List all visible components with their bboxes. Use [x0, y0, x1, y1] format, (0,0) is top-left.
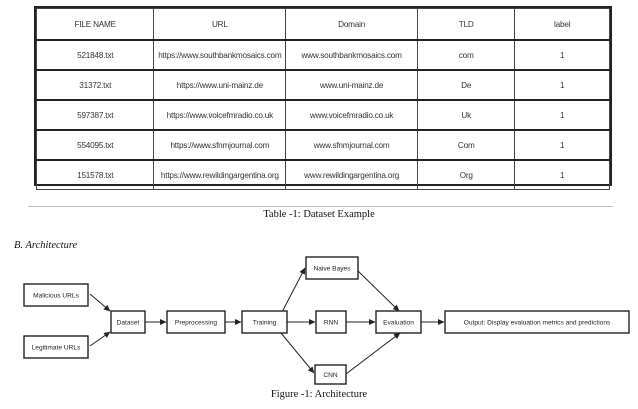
node-rnn: RNN — [315, 310, 347, 334]
table-header-row: FILE NAME URL Domain TLD label — [35, 8, 610, 41]
cell-domain: www.rewildingargentina.org — [285, 159, 419, 190]
edge-training-naive-bayes — [281, 267, 306, 313]
edge-legitimate-dataset — [89, 331, 111, 347]
table-caption: Table -1: Dataset Example — [263, 209, 375, 220]
edge-malicious-dataset — [89, 293, 111, 312]
table-row: 597387.txt https://www.voicefmradio.co.u… — [35, 99, 610, 131]
cell-tld: De — [417, 69, 516, 101]
node-label: Training — [253, 320, 277, 327]
node-label: CNN — [323, 372, 338, 379]
node-label: Legitimate URLs — [32, 345, 81, 352]
node-naive-bayes: Naive Bayes — [305, 256, 359, 280]
node-label: Dataset — [117, 320, 140, 327]
node-cnn: CNN — [314, 364, 347, 385]
cell-label: 1 — [514, 39, 610, 71]
node-preprocessing: Preprocessing — [166, 310, 226, 334]
cell-domain: www.voicefmradio.co.uk — [285, 99, 419, 131]
section-heading: B. Architecture — [14, 240, 78, 251]
edge-training-cnn — [280, 332, 315, 374]
figure-caption: Figure -1: Architecture — [270, 389, 368, 400]
table-row: 554095.txt https://www.sfnmjournal.com w… — [35, 129, 610, 161]
cell-file-name: 554095.txt — [35, 129, 155, 161]
cell-url: https://www.uni-mainz.de — [153, 69, 287, 101]
cell-domain: www.southbankmosaics.com — [285, 39, 419, 71]
cell-url: https://www.sfnmjournal.com — [153, 129, 287, 161]
table-row: 151578.txt https://www.rewildingargentin… — [35, 159, 610, 190]
header-label: label — [514, 8, 610, 41]
node-label: RNN — [324, 320, 339, 327]
cell-file-name: 521848.txt — [35, 39, 155, 71]
node-label: Malicious URLs — [33, 293, 80, 300]
node-label: Naive Bayes — [313, 266, 351, 273]
node-output: Output: Display evaluation metrics and p… — [444, 310, 630, 334]
header-url: URL — [153, 8, 287, 41]
cell-label: 1 — [514, 159, 610, 190]
dataset-table: FILE NAME URL Domain TLD label 521848.tx… — [35, 8, 610, 190]
cell-tld: Uk — [417, 99, 516, 131]
table-bottom-rule — [28, 206, 613, 207]
edge-cnn-evaluation — [345, 332, 401, 375]
table-row: 31372.txt https://www.uni-mainz.de www.u… — [35, 69, 610, 101]
cell-url: https://www.rewildingargentina.org — [153, 159, 287, 190]
cell-domain: www.uni-mainz.de — [285, 69, 419, 101]
cell-tld: com — [417, 39, 516, 71]
node-malicious-urls: Malicious URLs — [23, 283, 89, 307]
cell-domain: www.sfnmjournal.com — [285, 129, 419, 161]
cell-file-name: 151578.txt — [35, 159, 155, 190]
node-evaluation: Evaluation — [375, 310, 422, 334]
node-label: Output: Display evaluation metrics and p… — [464, 320, 611, 327]
node-dataset: Dataset — [110, 310, 146, 334]
node-legitimate-urls: Legitimate URLs — [23, 335, 89, 359]
node-training: Training — [241, 310, 288, 334]
node-label: Preprocessing — [175, 320, 217, 327]
edge-naive-bayes-evaluation — [356, 269, 400, 312]
cell-label: 1 — [514, 129, 610, 161]
cell-tld: Org — [417, 159, 516, 190]
node-label: Evaluation — [383, 320, 414, 327]
dataset-table-container: FILE NAME URL Domain TLD label 521848.tx… — [34, 6, 612, 190]
cell-tld: Com — [417, 129, 516, 161]
